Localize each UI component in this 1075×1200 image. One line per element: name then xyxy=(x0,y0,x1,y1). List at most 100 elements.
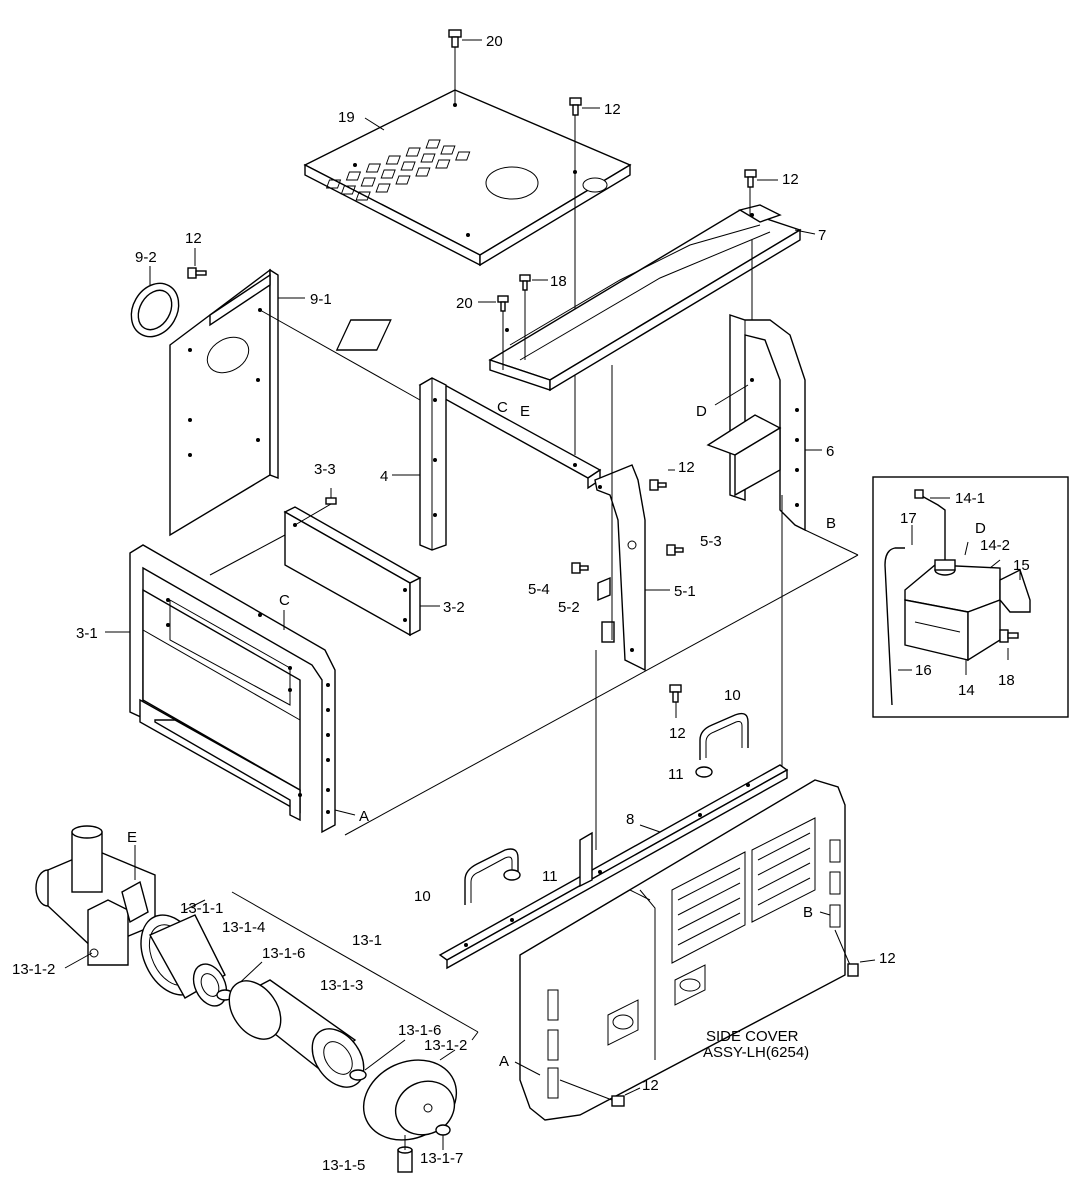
label-12-b: 12 xyxy=(782,171,799,188)
label-c-2: C xyxy=(279,592,290,609)
frame-4 xyxy=(418,377,602,551)
bolt-5-4 xyxy=(571,562,589,574)
top-cover-plate-19 xyxy=(303,89,632,267)
label-5-4: 5-4 xyxy=(528,581,550,598)
bolt-12-bracket-5 xyxy=(649,479,667,491)
side-cover-assy xyxy=(519,779,846,1121)
label-11-b: 11 xyxy=(542,868,558,885)
label-13-1-2-a: 13-1-2 xyxy=(12,961,55,978)
label-12-c: 12 xyxy=(185,230,202,247)
label-14: 14 xyxy=(958,682,975,699)
outer-element-13-1-3 xyxy=(228,979,365,1088)
label-13-1-6-a: 13-1-6 xyxy=(262,945,305,962)
label-3-3: 3-3 xyxy=(314,461,336,478)
label-11-a: 11 xyxy=(668,766,684,783)
side-cover-label-line2: ASSY-LH(6254) xyxy=(703,1044,809,1061)
side-panel-9-1 xyxy=(169,268,279,537)
label-14-1: 14-1 xyxy=(955,490,985,507)
bracket-15 xyxy=(999,569,1031,613)
label-13-1-1: 13-1-1 xyxy=(180,900,223,917)
bolt-12-top-cover xyxy=(569,97,600,455)
label-e-2: E xyxy=(127,829,137,846)
bolt-20-bracket xyxy=(478,295,509,370)
label-14-2: 14-2 xyxy=(980,537,1010,554)
label-8: 8 xyxy=(626,811,634,828)
grommet-9-2 xyxy=(130,282,180,338)
label-d-1: D xyxy=(696,403,707,420)
label-3-1: 3-1 xyxy=(76,625,98,642)
label-16: 16 xyxy=(915,662,932,679)
label-13-1-6-b: 13-1-6 xyxy=(398,1022,441,1039)
bolt-12-bracket-7 xyxy=(744,169,778,215)
grommet-11-left xyxy=(503,869,521,881)
label-7: 7 xyxy=(818,227,826,244)
air-cleaner-body xyxy=(35,825,156,966)
label-13-1-2-b: 13-1-2 xyxy=(424,1037,467,1054)
reserve-tank-inset xyxy=(872,476,1069,718)
bolt-3-3 xyxy=(294,488,337,526)
label-9-1: 9-1 xyxy=(310,291,332,308)
label-a-2: A xyxy=(499,1053,509,1070)
label-17: 17 xyxy=(900,510,917,527)
label-c-1: C xyxy=(497,399,508,416)
label-b-2: B xyxy=(803,904,813,921)
label-15: 15 xyxy=(1013,557,1030,574)
reserve-tank-cap-14-2 xyxy=(934,559,956,576)
label-5-2: 5-2 xyxy=(558,599,580,616)
label-20: 20 xyxy=(486,33,503,50)
label-12-g: 12 xyxy=(642,1077,659,1094)
label-13-1: 13-1 xyxy=(352,932,382,949)
plate-5-2 xyxy=(597,576,611,602)
bolt-12-lower xyxy=(669,684,682,718)
reserve-tank-14 xyxy=(904,564,1001,662)
bolt-18-bracket xyxy=(519,274,548,360)
frame-6 xyxy=(706,314,806,532)
label-5-1: 5-1 xyxy=(674,583,696,600)
label-b-1: B xyxy=(826,515,836,532)
end-cap-13-1-2 xyxy=(362,1049,458,1141)
label-12-f: 12 xyxy=(879,950,896,967)
bracket-7 xyxy=(335,204,802,392)
label-13-1-5: 13-1-5 xyxy=(322,1157,365,1174)
label-18-a: 18 xyxy=(550,273,567,290)
wing-nut-13-1-6-b xyxy=(349,1039,406,1081)
overflow-hose-16 xyxy=(884,547,905,706)
handle-10-left xyxy=(464,848,519,905)
label-9-2: 9-2 xyxy=(135,249,157,266)
label-e-1: E xyxy=(520,403,530,420)
label-5-3: 5-3 xyxy=(700,533,722,550)
air-cleaner-bracket-line xyxy=(231,891,479,1041)
grommet-11-right xyxy=(695,766,713,778)
label-13-1-7: 13-1-7 xyxy=(420,1150,463,1167)
label-20-b: 20 xyxy=(456,295,473,312)
assembly-guide-lines xyxy=(209,365,859,850)
hose-14-1 xyxy=(919,494,946,560)
label-6: 6 xyxy=(826,443,834,460)
side-cover-label-line1: SIDE COVER xyxy=(706,1028,799,1045)
label-13-1-3: 13-1-3 xyxy=(320,977,363,994)
bolt-18-tank xyxy=(999,629,1019,643)
label-4: 4 xyxy=(380,468,388,485)
label-3-2: 3-2 xyxy=(443,599,465,616)
rail-8 xyxy=(438,764,789,970)
label-a-1: A xyxy=(359,808,369,825)
label-d-2: D xyxy=(975,520,986,537)
label-18-b: 18 xyxy=(998,672,1015,689)
bolt-12-side-cover-left xyxy=(559,1079,641,1107)
valve-13-1-5 xyxy=(397,1135,413,1173)
bracket-5-1 xyxy=(594,464,646,672)
label-13-1-4: 13-1-4 xyxy=(222,919,265,936)
label-12-a: 12 xyxy=(604,101,621,118)
bolt-5-3 xyxy=(666,544,684,556)
bolt-12-panel xyxy=(187,267,207,279)
label-19: 19 xyxy=(338,109,355,126)
handle-10-right xyxy=(699,712,749,760)
main-frame-3-1 xyxy=(129,544,336,834)
label-12-d: 12 xyxy=(678,459,695,476)
label-10-b: 10 xyxy=(414,888,431,905)
wing-nut-13-1-7 xyxy=(435,1124,451,1150)
bolt-12-side-cover-right xyxy=(834,929,876,977)
bolt-20-top xyxy=(448,29,482,105)
label-12-e: 12 xyxy=(669,725,686,742)
